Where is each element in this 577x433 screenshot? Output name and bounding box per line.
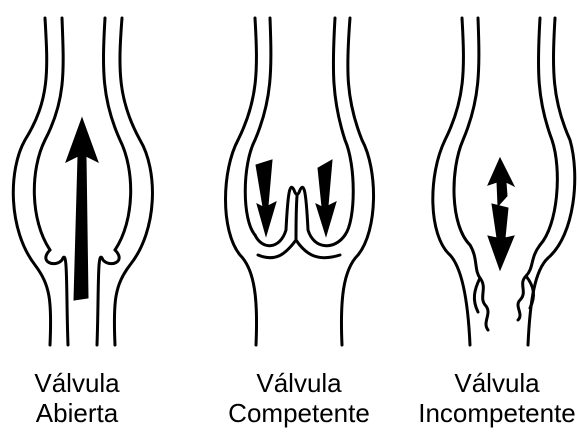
flow-up-arrow bbox=[66, 118, 98, 300]
caption-competent-valve: Válvula Competente bbox=[204, 368, 394, 428]
leaflet-wrinkle-right bbox=[526, 276, 533, 308]
damaged-leaflet-left bbox=[470, 245, 488, 330]
vein-wall-right-outer bbox=[528, 18, 575, 345]
cusp-divider bbox=[296, 196, 297, 240]
incompetent-valve-figure bbox=[433, 18, 575, 345]
reflux-arrow-left bbox=[256, 160, 276, 236]
caption-incompetent-valve: Válvula Incompetente bbox=[402, 368, 577, 428]
vein-wall-left-outer bbox=[433, 18, 470, 345]
caption-line-2: Incompetente bbox=[402, 398, 577, 428]
vein-wall-left-inner bbox=[454, 18, 479, 245]
reflux-down-arrow bbox=[488, 204, 514, 270]
reflux-arrow-right bbox=[316, 160, 336, 236]
vein-wall-left-outer bbox=[226, 18, 257, 345]
caption-line-1: Válvula bbox=[204, 368, 394, 398]
caption-line-1: Válvula bbox=[402, 368, 577, 398]
competent-valve-figure bbox=[226, 18, 374, 345]
vein-wall-left-outer bbox=[13, 18, 50, 345]
vein-wall-left-inner bbox=[34, 18, 63, 250]
vein-wall-right-outer bbox=[341, 18, 373, 345]
caption-line-2: Abierta bbox=[0, 398, 172, 428]
leaflet-wrinkle-left bbox=[474, 278, 480, 312]
vein-wall-right-outer bbox=[114, 18, 152, 345]
vein-wall-right-inner bbox=[104, 18, 131, 250]
caption-open-valve: Válvula Abierta bbox=[0, 368, 172, 428]
caption-line-2: Competente bbox=[204, 398, 394, 428]
cusp-base bbox=[258, 240, 340, 258]
caption-line-1: Válvula bbox=[0, 368, 172, 398]
flow-up-arrow bbox=[488, 158, 514, 206]
open-valve-figure bbox=[13, 18, 152, 345]
